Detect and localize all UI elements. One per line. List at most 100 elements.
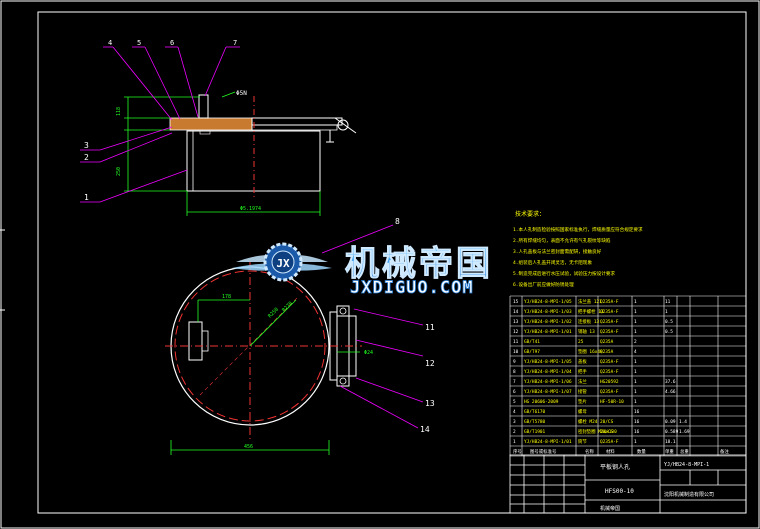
notes-heading: 技术要求：	[515, 210, 545, 218]
table-cell: 6	[513, 389, 516, 395]
table-cell: YJ/HB24-8-MPI-1/01	[524, 439, 572, 445]
table-cell: 37.6	[665, 379, 676, 385]
table-cell: Q235A·F	[600, 299, 619, 305]
table-cell: 12	[513, 329, 519, 335]
table-cell: 2	[513, 429, 516, 435]
table-cell: 7	[513, 379, 516, 385]
table-cell: 法兰	[578, 378, 587, 385]
table-cell: 25	[578, 339, 584, 345]
table-cell: GB/T41	[524, 339, 540, 345]
table-cell: 筒节	[578, 438, 587, 445]
table-cell: YJ/HB24-8-MPI-1/07	[524, 389, 572, 395]
dim-plan-radius-b: R270	[281, 301, 294, 314]
dim-shell-height: 250	[116, 167, 122, 176]
table-cell: YJ/HB24-8-MPI-1/05	[524, 299, 572, 305]
table-cell: 盖板	[578, 358, 587, 365]
part-label-1: 1	[84, 193, 89, 202]
table-header-cell: 材料	[606, 448, 615, 455]
table-cell: 0.5	[665, 329, 673, 335]
table-cell: 16	[634, 419, 640, 425]
part-label-11: 11	[425, 323, 435, 332]
table-cell: 垫片	[578, 398, 587, 405]
table-cell: 15	[513, 299, 519, 305]
table-header-cell: 序号	[513, 448, 522, 455]
table-cell: 9	[513, 359, 516, 365]
part-label-8: 8	[395, 217, 400, 226]
table-cell: Q235A·F	[600, 359, 619, 365]
part-label-4: 4	[108, 39, 112, 47]
table-cell: 接管	[578, 388, 587, 395]
table-header-cell: 名称	[585, 448, 594, 455]
table-cell: Q235A·F	[600, 329, 619, 335]
dim-nozzle: Φ5N	[236, 90, 247, 97]
table-cell: 垫圈 16x48	[578, 348, 603, 355]
title-company: 沈阳机械制造有限公司	[664, 491, 714, 498]
table-cell: 1	[634, 389, 637, 395]
table-cell: GB/T97	[524, 349, 540, 355]
table-cell: Q235A	[600, 339, 614, 345]
title-block	[509, 454, 747, 514]
table-cell: YJ/HB24-8-MPI-1/01	[524, 329, 572, 335]
table-cell: 2	[634, 339, 637, 345]
table-header-cell: 图号或标准号	[530, 448, 557, 455]
table-cell: 把手螺栓 13	[578, 308, 604, 315]
table-cell: 1	[513, 439, 516, 445]
section-leaders	[80, 46, 240, 203]
part-label-2: 2	[84, 153, 89, 162]
dim-bottom-width: 456	[244, 444, 253, 450]
note-line-5: 5.制造完成后进行水压试验，试验压力按设计要求	[513, 270, 615, 277]
table-cell: 1	[634, 439, 637, 445]
title-bottom-label: 机械帝国	[600, 505, 620, 512]
table-cell: GB/T1901	[524, 429, 546, 435]
table-header-cell: 总重	[680, 448, 689, 455]
table-cell: 8	[513, 369, 516, 375]
table-cell: 0.589	[665, 429, 679, 435]
table-cell: Q235A·F	[600, 319, 619, 325]
part-label-3: 3	[84, 141, 89, 150]
table-cell: 0.5	[665, 319, 673, 325]
table-cell: YJ/HB24-8-MPI-1/06	[524, 379, 572, 385]
part-label-6: 6	[170, 39, 174, 47]
table-cell: 1	[634, 379, 637, 385]
table-cell: 4.66	[665, 389, 676, 395]
table-cell: 10	[513, 349, 519, 355]
table-cell: YJ/HB24-8-MPI-1/02	[524, 319, 572, 325]
part-label-14: 14	[420, 425, 430, 434]
note-line-1: 1.本人孔制造检验按照国家标准执行，焊缝质量应符合规定要求	[513, 226, 643, 233]
title-drawing-no: YJ/HB24-8-MPI-1	[664, 462, 709, 468]
table-cell: YJ/HB24-8-MPI-1/04	[524, 369, 572, 375]
table-cell: 1	[634, 369, 637, 375]
table-cell: 4	[513, 409, 516, 415]
table-cell: 连接板 13	[578, 318, 599, 325]
table-cell: Q235A	[600, 349, 614, 355]
table-cell: 1	[634, 359, 637, 365]
plan-leaders	[321, 224, 424, 429]
table-cell: 1.4	[679, 419, 687, 425]
table-cell: 1	[634, 329, 637, 335]
note-line-2: 2.所有焊缝均匀，表面不允许有气孔裂纹等缺陷	[513, 237, 611, 244]
table-cell: 法兰盖 121	[578, 298, 602, 305]
part-label-7: 7	[233, 39, 237, 47]
table-cell: 1	[665, 309, 668, 315]
table-cell: YJ/HB24-8-MPI-1/03	[524, 309, 572, 315]
table-cell: GB/T5780	[524, 419, 546, 425]
table-cell: HG 20606-2009	[524, 399, 559, 405]
table-header-cell: 单重	[665, 448, 674, 455]
table-cell: HF-50R-10	[600, 399, 624, 405]
part-label-12: 12	[425, 359, 435, 368]
table-cell: Q235A·F	[600, 369, 619, 375]
table-cell: 16	[634, 429, 640, 435]
table-cell: 1	[634, 319, 637, 325]
plan-dimensions	[170, 299, 360, 455]
table-cell: 密封垫圈 M24x130	[578, 428, 617, 435]
table-cell: 3	[513, 419, 516, 425]
watermark-logo: JX 机械帝国 JXDIGUO.COM	[232, 242, 491, 298]
table-cell: 1	[634, 399, 637, 405]
watermark-emblem: JX	[276, 257, 290, 270]
dim-flange-thk: 118	[116, 107, 122, 116]
part-label-5: 5	[137, 39, 141, 47]
table-cell: 14	[513, 309, 519, 315]
dim-base-width: Φ5.1974	[240, 206, 261, 212]
